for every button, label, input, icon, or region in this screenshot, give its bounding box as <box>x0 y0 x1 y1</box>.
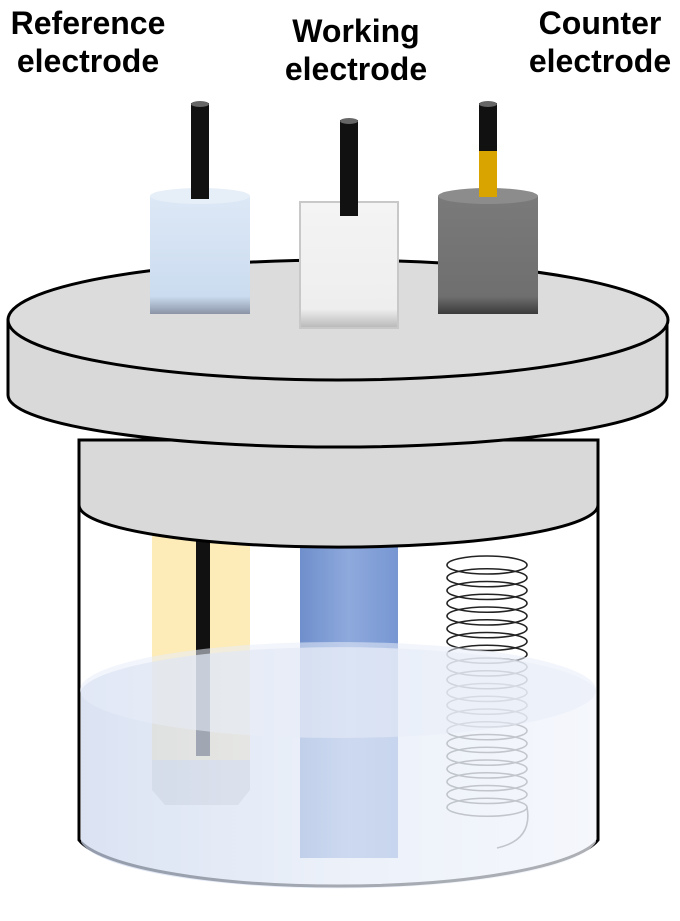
reference-electrode-label: Reference electrode <box>0 4 176 80</box>
working-electrode-label: Working electrode <box>268 12 444 88</box>
counter-electrode-label: Counter electrode <box>512 4 680 80</box>
coil-turn <box>446 580 528 601</box>
working-electrode-label-line1: Working <box>292 13 420 49</box>
reference-electrode-cap <box>150 101 250 314</box>
coil-turn <box>446 555 528 575</box>
reference-electrode-label-line1: Reference <box>10 5 166 41</box>
coil-turn <box>446 567 528 588</box>
working-electrode-label-line2: electrode <box>284 51 428 87</box>
electrolyte-solution <box>80 642 596 889</box>
reference-electrode-label-line2: electrode <box>16 43 160 79</box>
counter-electrode-label-line1: Counter <box>538 5 662 41</box>
coil-turn <box>446 631 528 652</box>
counter-electrode-cap <box>438 101 538 314</box>
working-electrode-cap <box>299 118 399 329</box>
coil-turn <box>446 593 528 614</box>
counter-electrode-label-line2: electrode <box>528 43 672 79</box>
coil-turn <box>446 618 528 639</box>
coil-turn <box>446 606 528 626</box>
